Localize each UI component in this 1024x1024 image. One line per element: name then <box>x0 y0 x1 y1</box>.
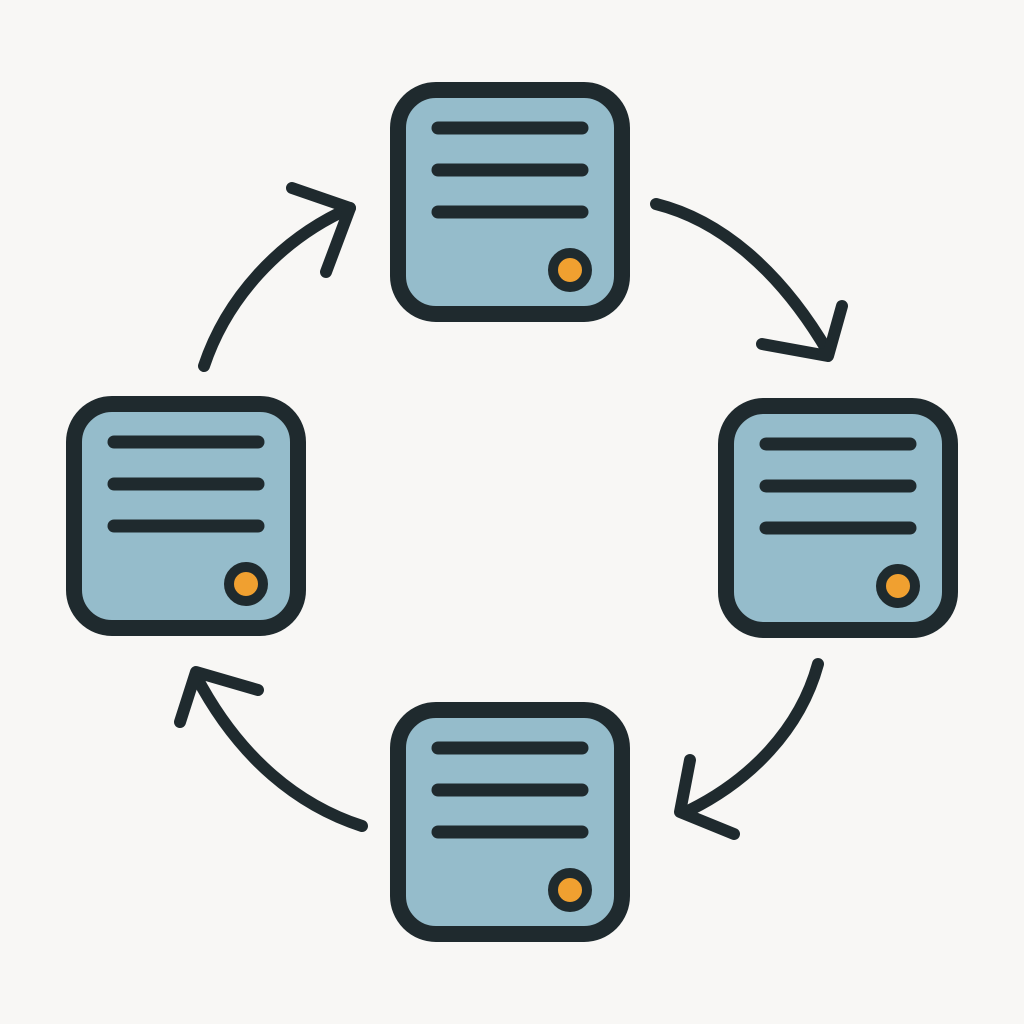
arrow-head-icon <box>286 182 356 278</box>
arrow-shaft <box>684 658 824 816</box>
arrow-right-bottom <box>674 658 824 840</box>
arrow-shaft <box>198 202 356 372</box>
arrow-top-right <box>650 198 848 362</box>
arrow-head-icon <box>174 666 264 728</box>
nodes-layer <box>66 82 958 942</box>
arrow-head-icon <box>756 300 848 362</box>
arrow-shaft <box>650 198 834 358</box>
status-dot-icon <box>876 564 920 608</box>
node-bottom-server-icon <box>390 702 630 942</box>
arrow-bottom-left <box>174 666 368 832</box>
node-left-server-icon <box>66 396 306 636</box>
node-top-server-icon <box>390 82 630 322</box>
arrow-head-icon <box>674 754 740 840</box>
status-dot-icon <box>224 562 268 606</box>
status-dot-icon <box>548 868 592 912</box>
node-right-server-icon <box>718 398 958 638</box>
status-dot-icon <box>548 248 592 292</box>
arrow-left-top <box>198 182 356 372</box>
edges-layer <box>174 182 848 840</box>
arrow-shaft <box>190 670 368 832</box>
